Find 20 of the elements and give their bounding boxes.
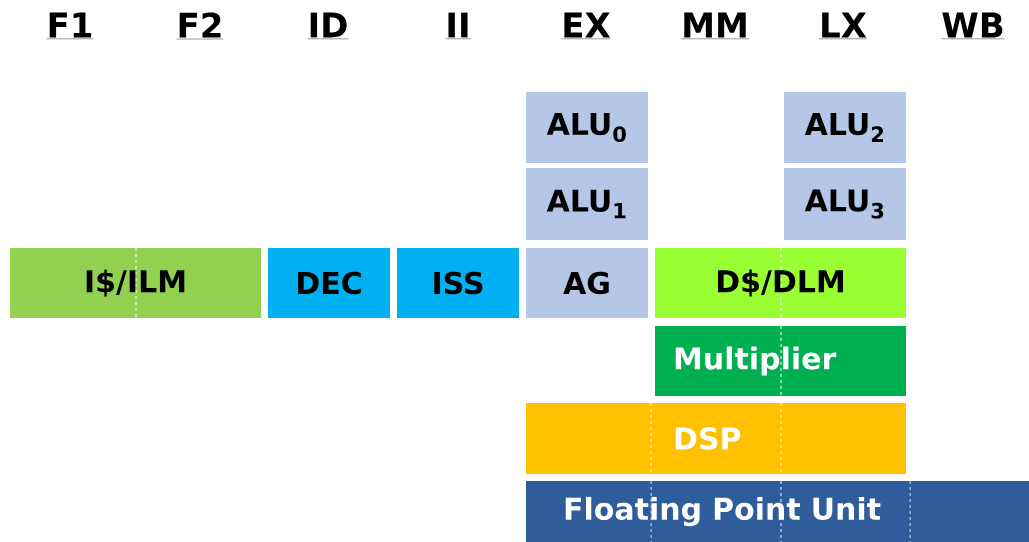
unit-box: I$/ILM <box>10 247 261 319</box>
stage-label: MM <box>680 12 750 39</box>
unit-box: Multiplier <box>655 325 906 397</box>
stage-label: WB <box>941 12 1005 39</box>
unit-box: ALU$_{2}$ <box>784 92 906 163</box>
stage-label: II <box>445 12 471 39</box>
unit-box: ISS <box>397 248 519 318</box>
stage-label: EX <box>561 12 611 39</box>
unit-box: AG <box>526 248 648 318</box>
stage-label: LX <box>818 12 868 39</box>
unit-box: D$/DLM <box>655 247 906 319</box>
unit-box: ALU$_{1}$ <box>526 168 648 240</box>
stage-label: F1 <box>46 12 94 39</box>
stage-label: ID <box>307 12 349 39</box>
unit-box: DEC <box>268 248 390 318</box>
stage-label: F2 <box>176 12 224 40</box>
unit-box: Floating Point Unit <box>526 480 1029 542</box>
unit-box: ALU$_{3}$ <box>784 168 906 240</box>
unit-box: DSP <box>526 402 906 475</box>
unit-box: ALU$_{0}$ <box>526 92 648 163</box>
